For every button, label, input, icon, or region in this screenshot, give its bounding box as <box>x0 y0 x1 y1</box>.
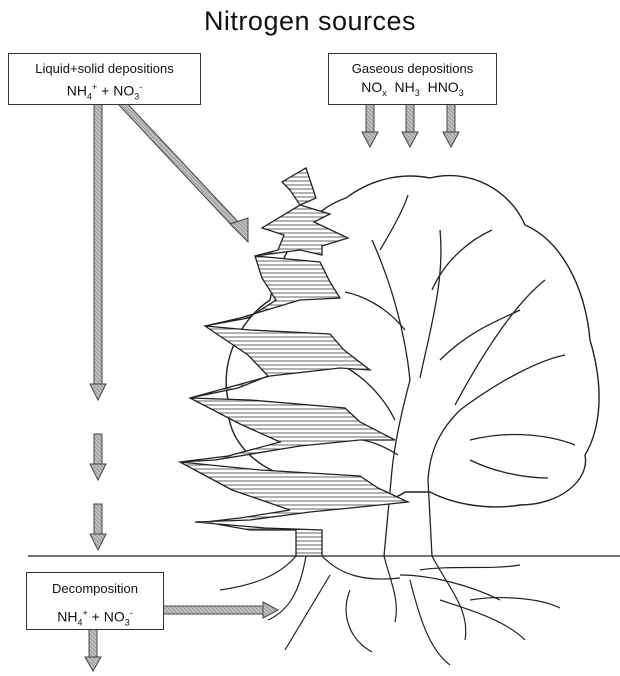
no3-sup: - <box>139 82 142 92</box>
gas-box-formula: NOx NH3 HNO3 <box>329 79 496 102</box>
no3-text: NO <box>113 83 134 99</box>
no3-sub: 3 <box>134 91 139 101</box>
arrow-decomp-to-roots <box>163 602 278 618</box>
nox-text: NO <box>361 79 382 95</box>
arrow-liquid-to-tree <box>118 100 248 242</box>
liquid-box-formula: NH4+ + NO3- <box>9 79 200 105</box>
decomp-nh4-sup: + <box>83 608 88 618</box>
liquid-box-heading: Liquid+solid depositions <box>9 60 200 77</box>
liquid-solid-depositions-box: Liquid+solid depositions NH4+ + NO3- <box>8 53 201 105</box>
arrow-liquid-down <box>90 104 106 400</box>
decomp-no3-sup: - <box>130 608 133 618</box>
decomp-plus-sign: + <box>92 609 100 625</box>
decomp-box-formula: NH4+ + NO3- <box>27 605 163 631</box>
nox-sub: x <box>382 88 387 98</box>
page-title: Nitrogen sources <box>0 6 620 37</box>
gas-box-heading: Gaseous depositions <box>329 60 496 77</box>
nh4-sup: + <box>92 82 97 92</box>
nh3-sub: 3 <box>415 88 420 98</box>
nh3-text: NH <box>395 79 415 95</box>
decomp-nh4-text: NH <box>57 609 77 625</box>
arrow-liquid-down-3 <box>90 504 106 550</box>
decomp-no3-text: NO <box>104 609 125 625</box>
arrow-nh3-down <box>402 104 418 147</box>
nh4-text: NH <box>67 83 87 99</box>
arrow-nox-down <box>362 104 378 147</box>
hno3-text: HNO <box>428 79 459 95</box>
nh4-sub: 4 <box>87 91 92 101</box>
plus-sign: + <box>101 83 109 99</box>
hno3-sub: 3 <box>459 88 464 98</box>
decomposition-box: Decomposition NH4+ + NO3- <box>26 572 164 630</box>
decomp-no3-sub: 3 <box>125 617 130 627</box>
gaseous-depositions-box: Gaseous depositions NOx NH3 HNO3 <box>328 53 497 105</box>
arrow-liquid-down-2 <box>90 434 106 480</box>
arrow-hno3-down <box>443 104 459 147</box>
arrow-decomp-down <box>85 629 101 671</box>
decomp-box-heading: Decomposition <box>27 580 163 597</box>
decomp-nh4-sub: 4 <box>77 617 82 627</box>
